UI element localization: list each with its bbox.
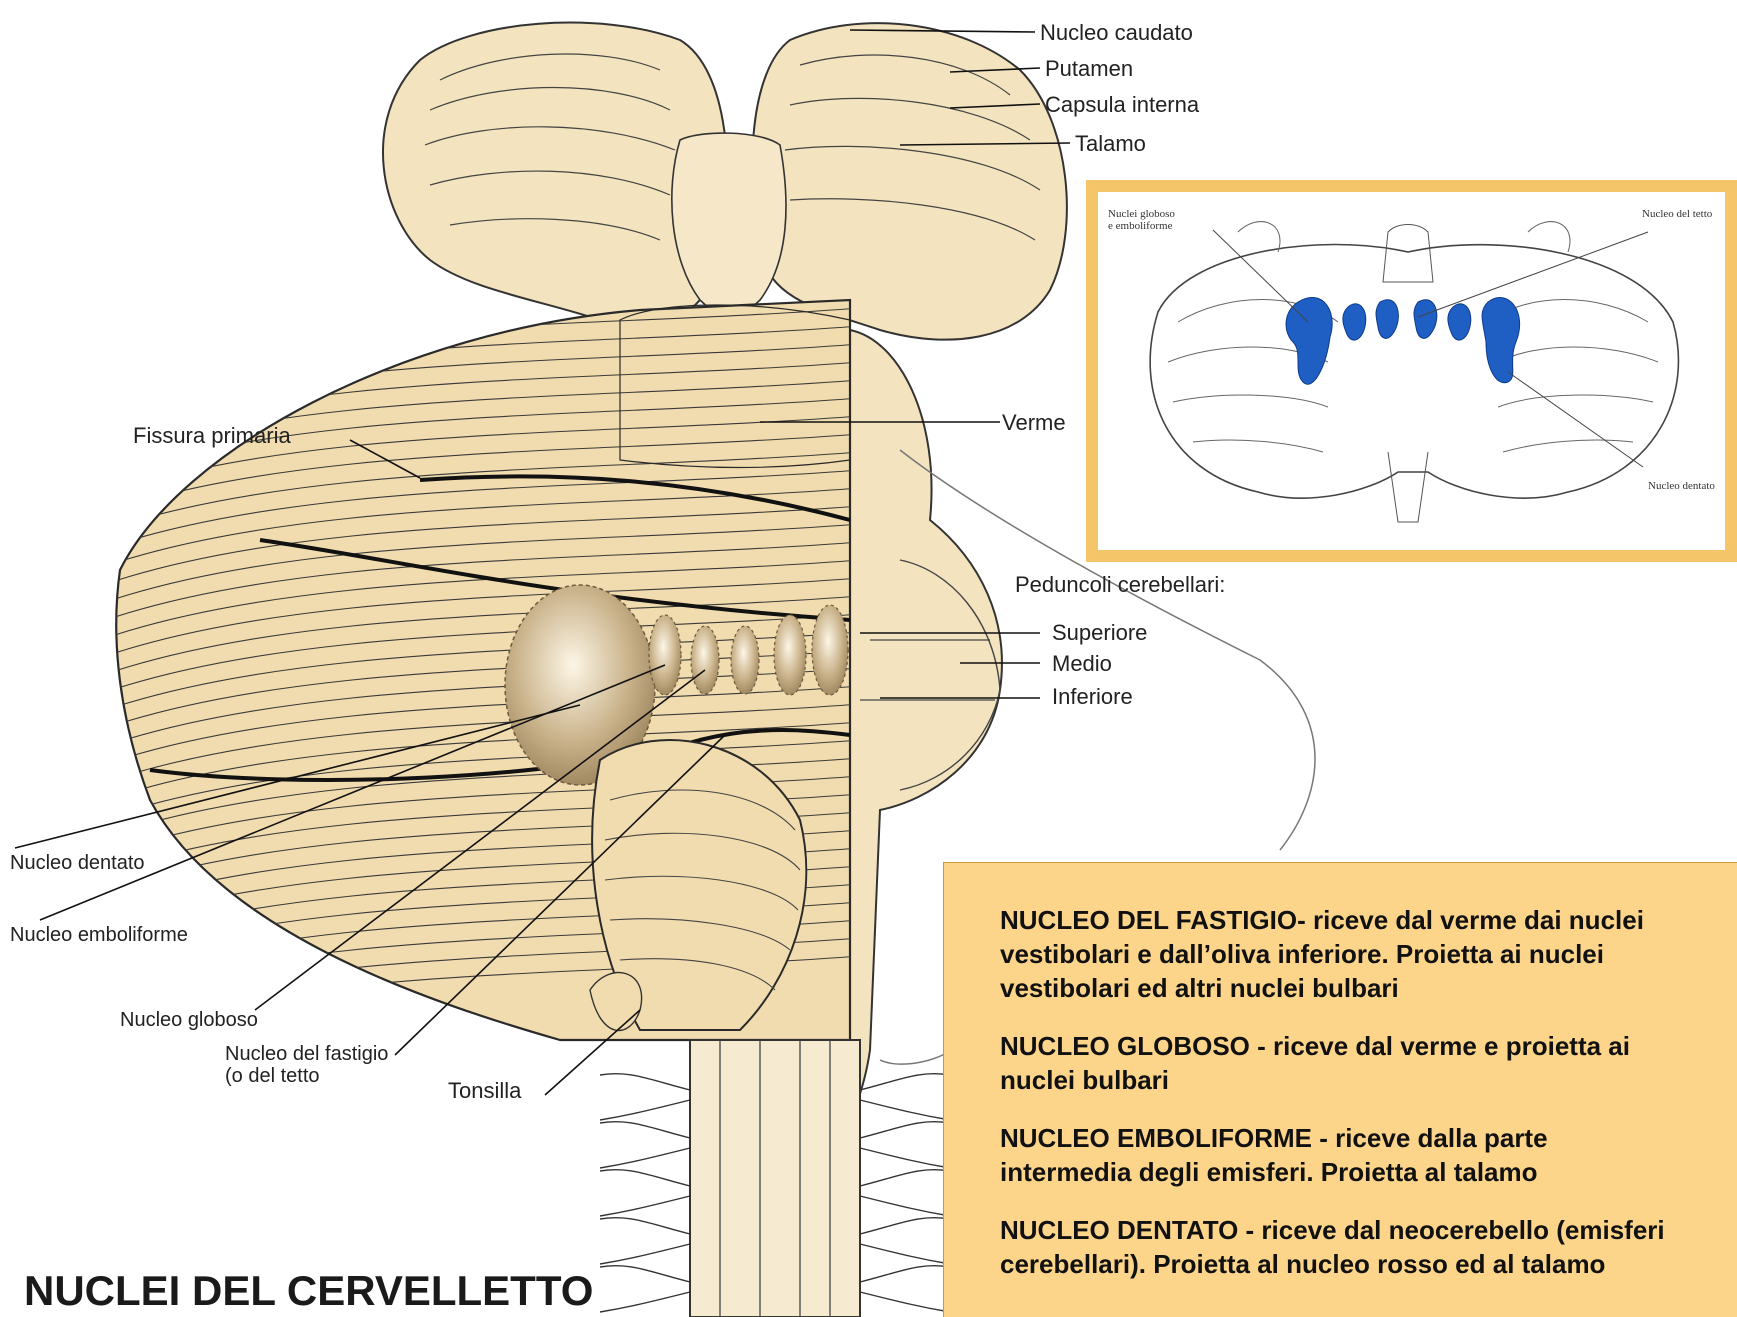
label-inferiore: Inferiore [1052, 684, 1133, 710]
thalamus-right [752, 23, 1067, 340]
label-tonsilla: Tonsilla [448, 1078, 521, 1104]
inset-label-tetto: Nucleo del tetto [1642, 208, 1712, 220]
nerve-root [860, 1122, 950, 1168]
page-title: NUCLEI DEL CERVELLETTO [24, 1266, 593, 1316]
description-globoso: NUCLEO GLOBOSO - riceve dal verme e proi… [1000, 1029, 1737, 1097]
inset-label-globoso: Nuclei globoso e emboliforme [1108, 208, 1175, 232]
nerve-root [600, 1122, 690, 1168]
spinal-cord [690, 1040, 860, 1317]
label-nucleo-caudato: Nucleo caudato [1040, 20, 1193, 46]
label-talamo: Talamo [1075, 131, 1146, 157]
label-fissura-primaria: Fissura primaria [133, 423, 291, 449]
label-putamen: Putamen [1045, 56, 1133, 82]
label-verme: Verme [1002, 410, 1066, 436]
nerve-root [600, 1266, 690, 1312]
nerve-root [860, 1218, 950, 1264]
label-peduncoli: Peduncoli cerebellari: [1015, 572, 1225, 598]
description-fastigio: NUCLEO DEL FASTIGIO- riceve dal verme da… [1000, 903, 1737, 1005]
label-nucleo-emboliforme: Nucleo emboliforme [10, 922, 188, 948]
label-medio: Medio [1052, 651, 1112, 677]
label-nucleo-fastigio: Nucleo del fastigio (o del tetto [225, 1043, 388, 1087]
label-capsula-interna: Capsula interna [1045, 92, 1199, 118]
cross-section-illustration [1098, 192, 1725, 550]
inset-cross-section: Nuclei globoso e emboliforme Nucleo del … [1086, 180, 1737, 562]
label-nucleo-dentato: Nucleo dentato [10, 850, 145, 876]
nerve-root [600, 1170, 690, 1216]
nerve-root [860, 1170, 950, 1216]
description-dentato: NUCLEO DENTATO - riceve dal neocerebello… [1000, 1213, 1737, 1281]
label-nucleo-globoso: Nucleo globoso [120, 1007, 258, 1033]
description-emboliforme: NUCLEO EMBOLIFORME - riceve dalla parte … [1000, 1121, 1737, 1189]
nerve-root [600, 1074, 690, 1120]
nerve-root [860, 1074, 950, 1120]
inset-label-dentato: Nucleo dentato [1648, 480, 1715, 492]
label-superiore: Superiore [1052, 620, 1147, 646]
nerve-root [860, 1266, 950, 1312]
description-box: NUCLEO DEL FASTIGIO- riceve dal verme da… [943, 862, 1737, 1317]
nerve-root [600, 1218, 690, 1264]
